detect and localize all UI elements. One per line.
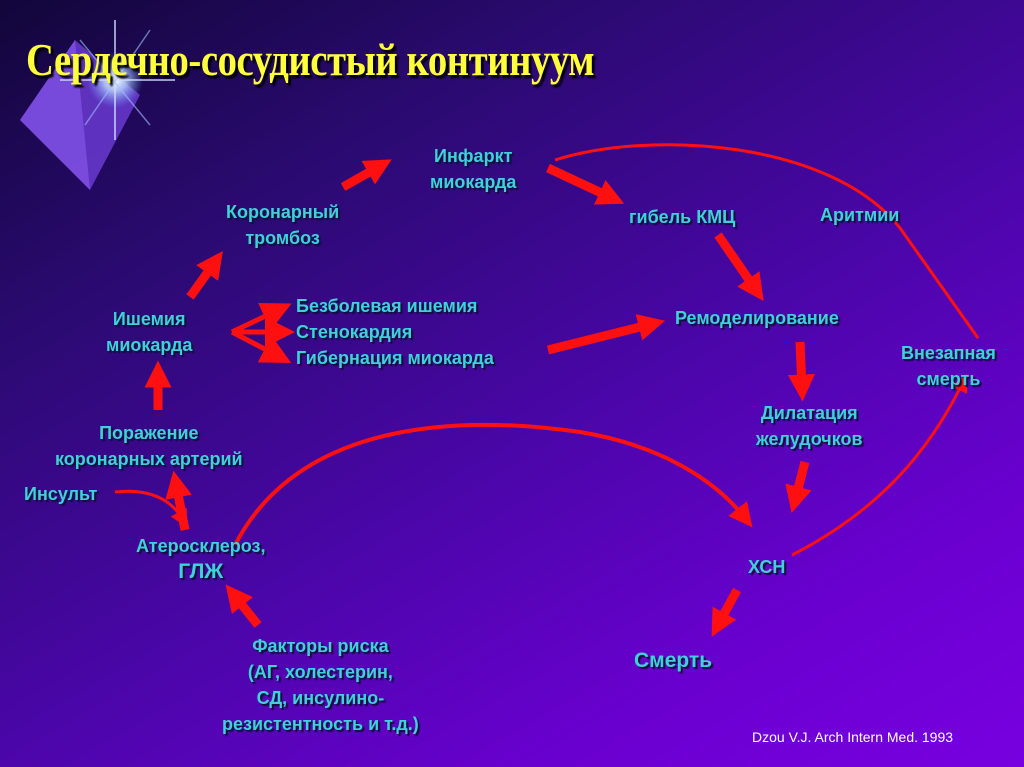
node-ischemia: Ишемия миокарда (106, 306, 192, 358)
node-stroke: Инсульт (24, 484, 98, 504)
node-line: Факторы риска (252, 636, 389, 656)
arrow-ischemia-hibernation (230, 329, 292, 363)
node-line: Поражение (99, 423, 199, 443)
node-line: тромбоз (245, 228, 320, 248)
node-line: ГЛЖ (178, 560, 224, 583)
node-dilation: Дилатация желудочков (756, 400, 863, 452)
node-line: СД, инсулино- (256, 688, 385, 708)
citation: Dzou V.J. Arch Intern Med. 1993 (752, 729, 954, 745)
node-risk-factors: Факторы риска (АГ, холестерин, СД, инсулин… (222, 633, 419, 737)
arrow-ischemia-thrombosis (186, 251, 223, 300)
node-line: Стенокардия (296, 322, 413, 342)
node-coronary-damage: Поражение коронарных артерий (55, 420, 243, 472)
arrow-hibernation-remodeling (546, 314, 666, 355)
node-line: Дилатация (760, 403, 858, 423)
arrow-ischemia-painless (230, 302, 292, 335)
node-arrhythmia: Аритмии (820, 205, 900, 225)
node-death: Смерть (634, 649, 713, 672)
arrow-dilation-chf (785, 460, 812, 514)
node-line: Ишемия (112, 309, 186, 329)
node-line: Гибернация миокарда (296, 348, 494, 368)
node-thrombosis: Коронарный тромбоз (226, 199, 339, 251)
arrow-thrombosis-infarct (340, 159, 392, 191)
node-line: (АГ, холестерин, (247, 662, 393, 682)
node-line: резистентность и т.д.) (222, 714, 419, 734)
node-infarct: Инфаркт миокарда (430, 143, 516, 195)
node-cmc-death: гибель КМЦ (629, 207, 736, 227)
arrow-chf-death (711, 587, 741, 637)
node-line: Инфаркт (434, 146, 513, 166)
node-line: миокарда (106, 335, 193, 355)
arrow-stroke-atherosclerosis (114, 489, 188, 528)
node-remodeling: Ремоделирование (675, 308, 839, 328)
arrow-infarct-sudden-death (554, 143, 980, 339)
arrow-cmc-remodeling (714, 232, 764, 302)
node-line: Атеросклероз, (136, 536, 266, 556)
page-title: Сердечно-сосудистый континуум (26, 35, 595, 85)
arrow-remodeling-dilation (787, 341, 815, 402)
arrow-atherosclerosis-coronary (165, 470, 192, 531)
node-chf: ХСН (748, 557, 786, 577)
logo-diamond-icon (20, 20, 175, 190)
arrow-infarct-cmc (546, 163, 625, 205)
node-line: миокарда (430, 172, 517, 192)
node-line: Безболевая ишемия (296, 296, 478, 316)
node-line: коронарных артерий (55, 449, 243, 469)
arrow-atherosclerosis-chf (233, 422, 753, 546)
node-line: желудочков (756, 429, 863, 449)
arrow-chf-sudden-death (791, 373, 968, 557)
node-atherosclerosis: Атеросклероз, ГЛЖ (136, 533, 266, 585)
arrow-risk-atherosclerosis (225, 584, 262, 628)
node-sudden-death: Внезапная смерть (901, 340, 996, 392)
node-line: Коронарный (226, 202, 340, 222)
node-line: смерть (916, 369, 981, 389)
node-line: Внезапная (901, 343, 996, 363)
